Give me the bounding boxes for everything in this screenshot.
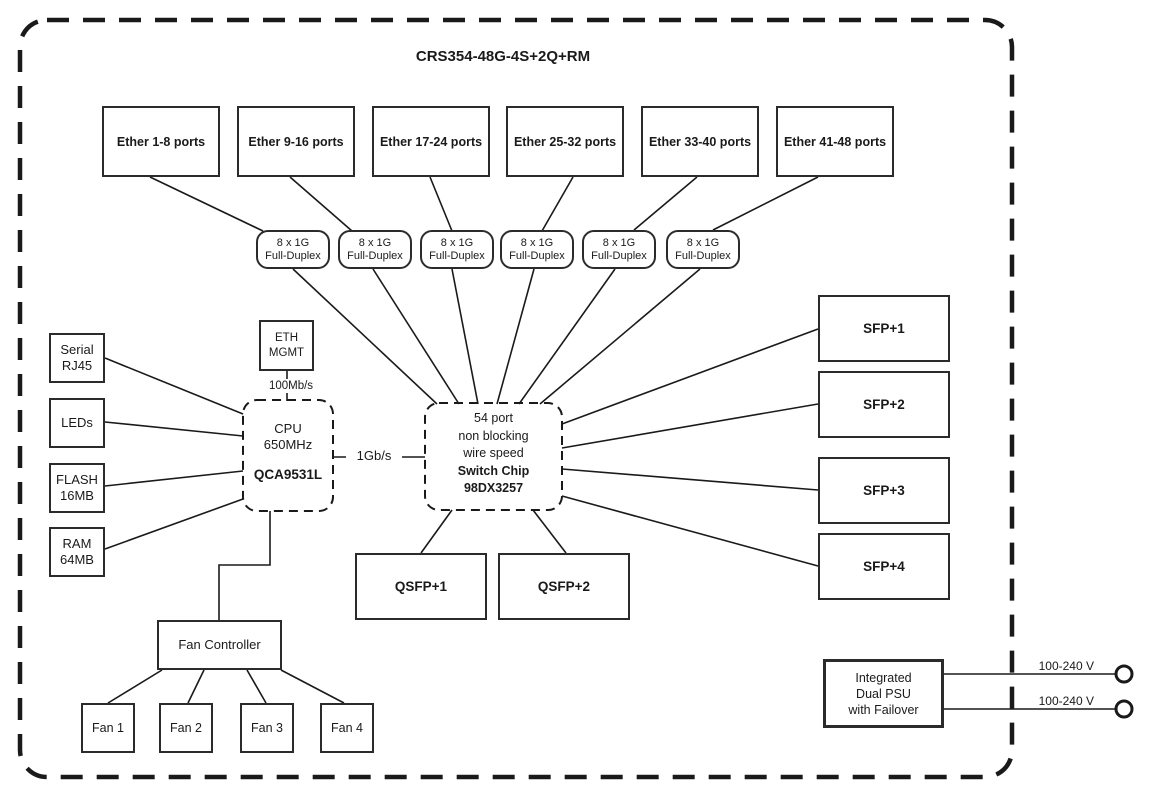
flash-box: FLASH 16MB — [49, 463, 105, 513]
ether-group-9-16: Ether 9-16 ports — [237, 106, 355, 177]
qsfp-label: QSFP+1 — [394, 578, 448, 594]
cpu-clock: 650MHz — [263, 437, 313, 452]
ether-group-label: Ether 33-40 ports — [648, 134, 752, 149]
ether-group-label: Ether 17-24 ports — [379, 134, 483, 149]
chassis-frame — [17, 17, 1015, 780]
switch-chip-line: 54 port — [474, 411, 513, 425]
phy-rate: 8 x 1G — [520, 236, 554, 249]
fan-label: Fan 3 — [251, 721, 283, 735]
fan-controller-box: Fan Controller — [157, 620, 282, 670]
mgmt-link-speed-label: 100Mb/s — [257, 379, 325, 393]
qsfp-port-2: QSFP+2 — [498, 553, 630, 620]
leds-box: LEDs — [49, 398, 105, 448]
phy-link-6: 8 x 1G Full-Duplex — [666, 230, 740, 269]
phy-link-1: 8 x 1G Full-Duplex — [256, 230, 330, 269]
phy-rate: 8 x 1G — [276, 236, 310, 249]
ether-group-label: Ether 1-8 ports — [116, 134, 206, 149]
phy-mode: Full-Duplex — [675, 249, 731, 262]
sfp-port-4: SFP+4 — [818, 533, 950, 600]
switch-chip-box: 54 port non blocking wire speed Switch C… — [425, 403, 562, 510]
diagram-title: CRS354-48G-4S+2Q+RM — [415, 48, 591, 65]
fan-4-box: Fan 4 — [320, 703, 374, 753]
ether-group-41-48: Ether 41-48 ports — [776, 106, 894, 177]
sfp-label: SFP+1 — [863, 320, 905, 336]
phy-link-2: 8 x 1G Full-Duplex — [338, 230, 412, 269]
peripheral-label: Serial — [60, 342, 94, 357]
ether-group-label: Ether 41-48 ports — [783, 134, 887, 149]
fan-controller-label: Fan Controller — [178, 637, 261, 652]
phy-rate: 8 x 1G — [358, 236, 392, 249]
phy-link-4: 8 x 1G Full-Duplex — [500, 230, 574, 269]
eth-mgmt-box: ETH MGMT — [259, 320, 314, 371]
qsfp-label: QSFP+2 — [537, 578, 591, 594]
cpu-switch-link-label: 1Gb/s — [346, 449, 402, 463]
phy-mode: Full-Duplex — [347, 249, 403, 262]
fan-label: Fan 2 — [170, 721, 202, 735]
fan-label: Fan 1 — [92, 721, 124, 735]
serial-port-box: Serial RJ45 — [49, 333, 105, 383]
ram-box: RAM 64MB — [49, 527, 105, 577]
fan-label: Fan 4 — [331, 721, 363, 735]
psu-box: Integrated Dual PSU with Failover — [823, 659, 944, 728]
switch-chip-outline — [424, 402, 563, 511]
peripheral-label: 16MB — [60, 488, 94, 503]
phy-link-5: 8 x 1G Full-Duplex — [582, 230, 656, 269]
sfp-label: SFP+2 — [863, 396, 905, 412]
fan-1-box: Fan 1 — [81, 703, 135, 753]
phy-mode: Full-Duplex — [429, 249, 485, 262]
phy-rate: 8 x 1G — [686, 236, 720, 249]
phy-mode: Full-Duplex — [265, 249, 321, 262]
sfp-label: SFP+3 — [863, 482, 905, 498]
switch-chip-model: 98DX3257 — [463, 481, 524, 495]
cpu-name: CPU — [274, 421, 302, 436]
psu-label: with Failover — [848, 702, 919, 717]
ether-group-1-8: Ether 1-8 ports — [102, 106, 220, 177]
phy-rate: 8 x 1G — [440, 236, 474, 249]
peripheral-label: RJ45 — [61, 358, 93, 373]
psu-label: Dual PSU — [856, 686, 911, 701]
sfp-label: SFP+4 — [863, 558, 905, 574]
phy-mode: Full-Duplex — [591, 249, 647, 262]
switch-chip-line: non blocking — [458, 428, 529, 443]
cpu-model: QCA9531L — [253, 467, 323, 482]
ether-group-17-24: Ether 17-24 ports — [372, 106, 490, 177]
qsfp-port-1: QSFP+1 — [355, 553, 487, 620]
eth-mgmt-label: ETH — [275, 331, 298, 344]
ether-group-label: Ether 25-32 ports — [513, 134, 617, 149]
phy-mode: Full-Duplex — [509, 249, 565, 262]
eth-mgmt-label: MGMT — [268, 346, 305, 359]
switch-chip-line: wire speed — [463, 446, 524, 460]
ac-input-label-2: 100-240 V — [1038, 694, 1094, 708]
fan-2-box: Fan 2 — [159, 703, 213, 753]
sfp-port-3: SFP+3 — [818, 457, 950, 524]
ac-input-connector-1 — [1114, 664, 1134, 684]
fan-3-box: Fan 3 — [240, 703, 294, 753]
ac-input-connector-2 — [1114, 699, 1134, 719]
ac-input-label-1: 100-240 V — [1038, 659, 1094, 673]
switch-chip-name: Switch Chip — [457, 463, 530, 478]
peripheral-label: FLASH — [56, 472, 98, 487]
ether-group-label: Ether 9-16 ports — [248, 134, 344, 149]
cpu-outline — [242, 399, 334, 512]
peripheral-label: 64MB — [60, 552, 94, 567]
sfp-port-2: SFP+2 — [818, 371, 950, 438]
cpu-box: CPU 650MHz QCA9531L — [243, 400, 333, 511]
peripheral-label: LEDs — [61, 415, 93, 430]
ether-group-25-32: Ether 25-32 ports — [506, 106, 624, 177]
sfp-port-1: SFP+1 — [818, 295, 950, 362]
psu-label: Integrated — [855, 670, 912, 685]
phy-link-3: 8 x 1G Full-Duplex — [420, 230, 494, 269]
ether-group-33-40: Ether 33-40 ports — [641, 106, 759, 177]
peripheral-label: RAM — [62, 536, 92, 551]
phy-rate: 8 x 1G — [602, 236, 636, 249]
